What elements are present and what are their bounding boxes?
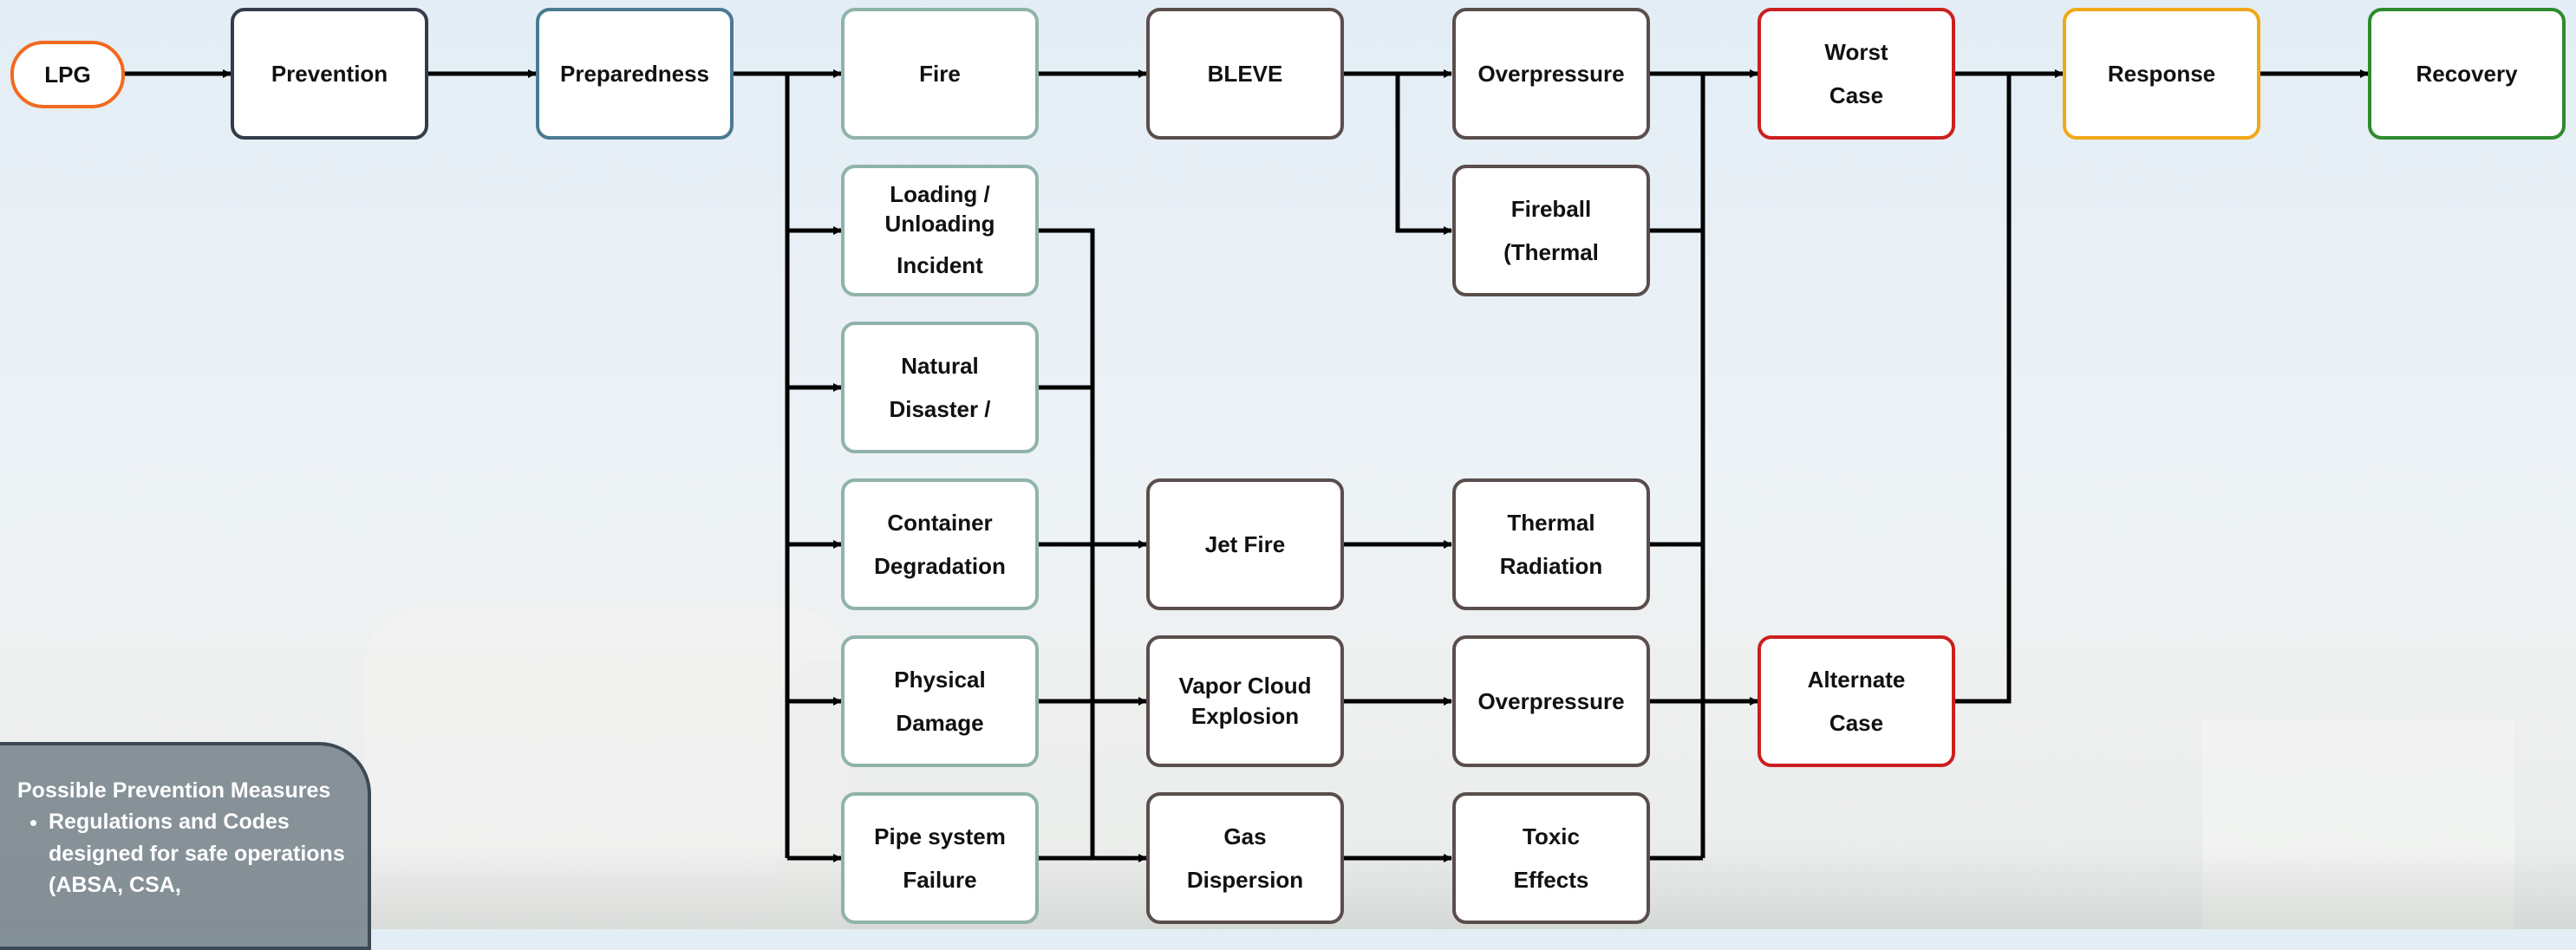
connector-lines bbox=[123, 69, 2369, 862]
lpg-node: LPG bbox=[10, 41, 125, 108]
node-label: Explosion bbox=[1190, 703, 1300, 729]
arrow-bleve-fireball bbox=[1395, 74, 1452, 235]
gas-dispersion-node: Gas Dispersion bbox=[1146, 792, 1344, 924]
node-label: Incident bbox=[897, 251, 983, 278]
natural-disaster-node: Natural Disaster / bbox=[841, 322, 1039, 453]
node-label: Gas bbox=[1223, 823, 1267, 849]
container-degradation-node: Container Degradation bbox=[841, 478, 1039, 610]
response-node: Response bbox=[2063, 8, 2260, 140]
alternate-to-response-line bbox=[1955, 74, 2012, 704]
node-label: Disaster / bbox=[889, 396, 991, 422]
node-label: LPG bbox=[44, 61, 91, 88]
panel-title: Possible Prevention Measures bbox=[17, 778, 331, 803]
thermal-radiation-node: Thermal Radiation bbox=[1452, 478, 1650, 610]
node-label: Case bbox=[1829, 710, 1884, 736]
node-label: Container bbox=[887, 509, 993, 536]
overpressure-node: Overpressure bbox=[1452, 635, 1650, 767]
fire-node: Fire bbox=[841, 8, 1039, 140]
bleve-node: BLEVE bbox=[1146, 8, 1344, 140]
node-label: Preparedness bbox=[560, 60, 709, 87]
node-label: Alternate bbox=[1807, 666, 1906, 693]
node-label: Jet Fire bbox=[1204, 530, 1286, 557]
incident-collector-bus bbox=[1039, 228, 1095, 858]
pipe-system-failure-node: Pipe system Failure bbox=[841, 792, 1039, 924]
node-label: Recovery bbox=[2416, 60, 2518, 87]
loading-incident-node: Loading / Unloading Incident bbox=[841, 165, 1039, 296]
overpressure-node: Overpressure bbox=[1452, 8, 1650, 140]
panel-bullet: Regulations and Codes designed for safe … bbox=[49, 806, 354, 901]
node-label: Fire bbox=[919, 60, 961, 87]
node-label: Loading / bbox=[890, 181, 990, 208]
prevention-measures-panel: Possible Prevention Measures Regulations… bbox=[0, 742, 371, 950]
node-label: Thermal bbox=[1507, 509, 1595, 536]
node-label: Fireball bbox=[1510, 195, 1592, 222]
node-label: BLEVE bbox=[1207, 60, 1283, 87]
node-label: Physical bbox=[894, 666, 986, 693]
physical-damage-node: Physical Damage bbox=[841, 635, 1039, 767]
node-label: Radiation bbox=[1499, 553, 1603, 579]
node-label: Overpressure bbox=[1477, 60, 1625, 87]
prevention-node: Prevention bbox=[231, 8, 428, 140]
panel-bullet-list: Regulations and Codes designed for safe … bbox=[17, 806, 354, 901]
node-label: Dispersion bbox=[1186, 867, 1304, 893]
node-label: Overpressure bbox=[1477, 687, 1625, 714]
node-label: Pipe system bbox=[874, 823, 1006, 849]
node-label: Toxic bbox=[1523, 823, 1580, 849]
worst-case-node: Worst Case bbox=[1758, 8, 1955, 140]
node-label: Damage bbox=[896, 710, 984, 736]
fireball-node: Fireball (Thermal bbox=[1452, 165, 1650, 296]
node-label: Vapor Cloud bbox=[1178, 672, 1312, 699]
toxic-effects-node: Toxic Effects bbox=[1452, 792, 1650, 924]
node-label: Prevention bbox=[271, 60, 388, 87]
node-label: (Thermal bbox=[1503, 239, 1599, 265]
node-label: Degradation bbox=[874, 553, 1006, 579]
node-label: Effects bbox=[1513, 867, 1589, 893]
node-label: Response bbox=[2107, 60, 2216, 87]
node-label: Natural bbox=[901, 352, 979, 379]
jet-fire-node: Jet Fire bbox=[1146, 478, 1344, 610]
alternate-case-node: Alternate Case bbox=[1758, 635, 1955, 767]
node-label: Unloading bbox=[884, 211, 995, 238]
node-label: Failure bbox=[903, 867, 977, 893]
node-label: Case bbox=[1829, 82, 1884, 108]
preparedness-node: Preparedness bbox=[536, 8, 734, 140]
node-label: Worst bbox=[1824, 38, 1888, 65]
recovery-node: Recovery bbox=[2368, 8, 2566, 140]
vapor-cloud-explosion-node: Vapor Cloud Explosion bbox=[1146, 635, 1344, 767]
